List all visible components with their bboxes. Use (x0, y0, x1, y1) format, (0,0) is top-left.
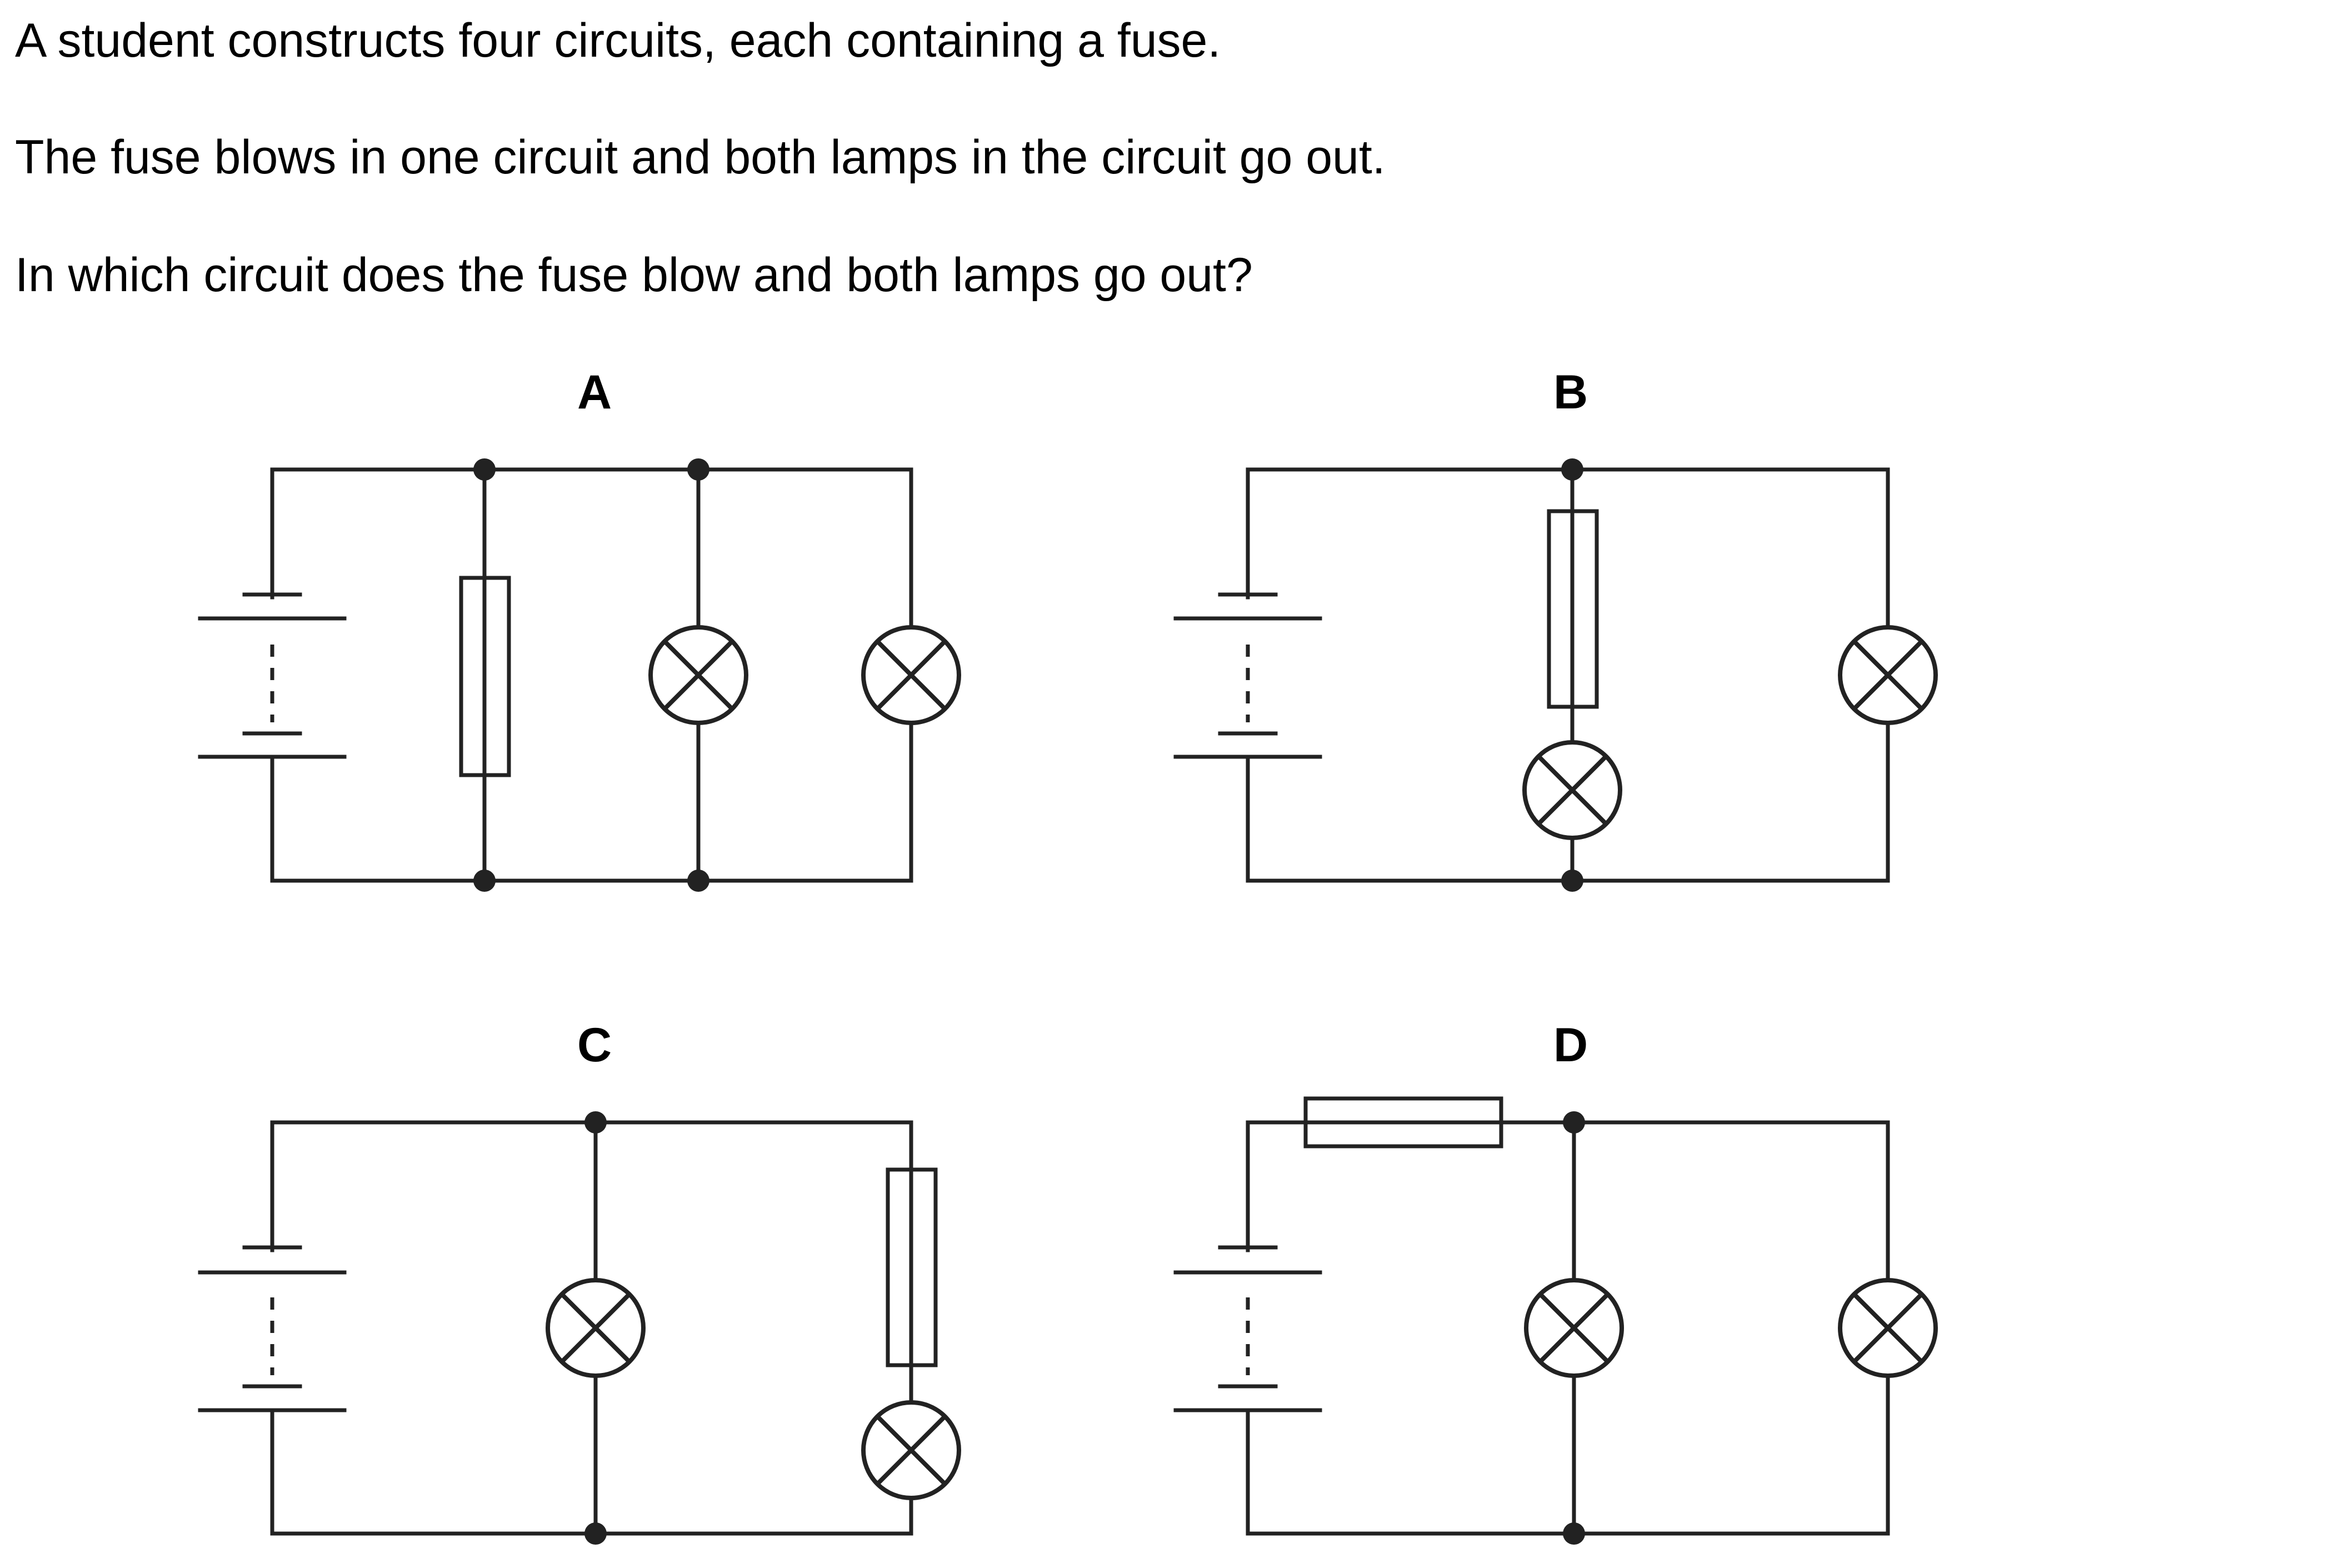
circuit-d-junction (1563, 1522, 1585, 1545)
circuit-b-cell (1173, 592, 1322, 759)
circuit-a-label: A (577, 366, 612, 419)
circuit-d-junction (1563, 1111, 1585, 1133)
circuit-d-lamp-1 (1524, 1278, 1624, 1378)
circuit-c-label: C (577, 1018, 612, 1072)
circuit-b-label: B (1553, 366, 1588, 419)
circuit-a-junction (687, 458, 709, 481)
circuit-d-cell (1173, 1245, 1322, 1412)
question-line-1: A student constructs four circuits, each… (15, 14, 1221, 67)
circuit-c-wire (270, 1120, 913, 1252)
circuit-b-lamp-1 (1522, 740, 1622, 840)
circuit-a-lamp-1 (648, 625, 748, 725)
circuit-d: D (1173, 1018, 1938, 1545)
circuit-c-cell (198, 1245, 347, 1412)
question-line-3: In which circuit does the fuse blow and … (15, 248, 1253, 302)
circuit-a-junction (473, 458, 496, 481)
circuit-d-lamp-2 (1838, 1278, 1938, 1378)
circuit-d-label: D (1553, 1018, 1588, 1072)
circuit-b-junction (1561, 870, 1583, 892)
circuit-b-junction (1561, 458, 1583, 481)
circuit-b-lamp-2 (1838, 625, 1938, 725)
circuit-a-junction (473, 870, 496, 892)
circuit-a-cell (198, 592, 347, 759)
circuit-d-wire (1246, 1370, 1890, 1536)
question-line-2: The fuse blows in one circuit and both l… (15, 131, 1386, 184)
circuit-b: B (1173, 366, 1938, 892)
circuit-c-junction (584, 1522, 607, 1545)
circuit-c-lamp-1 (546, 1278, 646, 1378)
circuit-a-lamp-2 (861, 625, 961, 725)
circuit-c-wire (270, 1409, 913, 1536)
circuit-a-wire (270, 467, 913, 635)
circuit-c-junction (584, 1111, 607, 1133)
circuit-a-junction (687, 870, 709, 892)
circuit-c: C (198, 1018, 961, 1545)
circuit-c-lamp-2 (861, 1400, 961, 1500)
circuit-a-wire (270, 717, 913, 883)
circuit-a: A (198, 366, 961, 892)
